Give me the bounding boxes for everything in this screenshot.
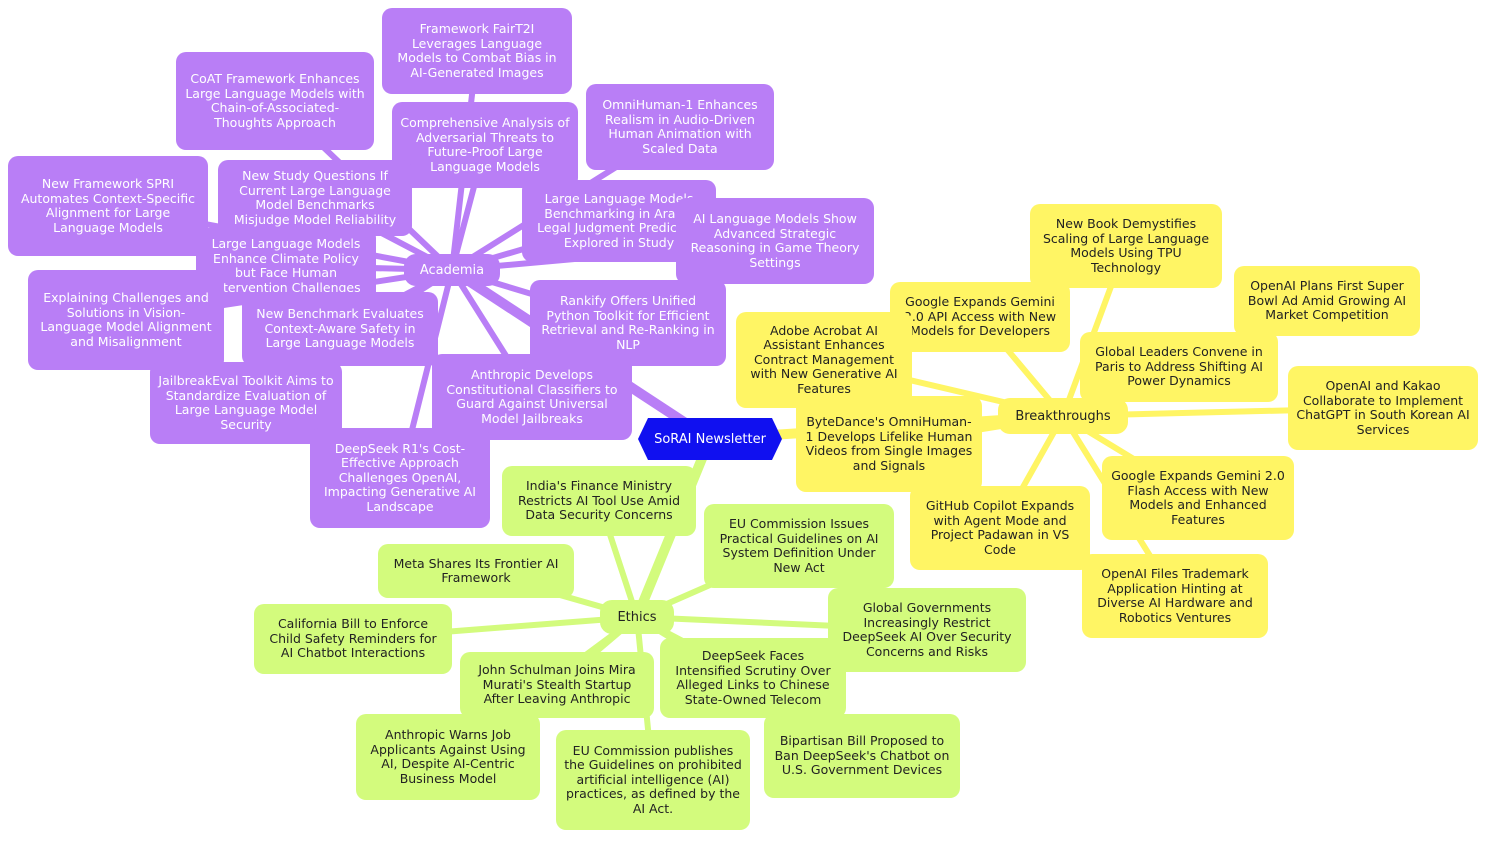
breakthroughs-item-book[interactable]: New Book Demystifies Scaling of Large La…: [1030, 204, 1222, 288]
root-node[interactable]: SoRAI Newsletter: [638, 418, 782, 460]
academia-item-game-theory[interactable]: AI Language Models Show Advanced Strateg…: [676, 198, 874, 284]
ethics-item-california[interactable]: California Bill to Enforce Child Safety …: [254, 604, 452, 674]
breakthroughs-item-copilot[interactable]: GitHub Copilot Expands with Agent Mode a…: [910, 486, 1090, 570]
root-hexagon: [638, 418, 782, 460]
ethics-item-meta[interactable]: Meta Shares Its Frontier AI Framework: [378, 544, 574, 598]
academia-item-deepseek-r1[interactable]: DeepSeek R1's Cost-Effective Approach Ch…: [310, 428, 490, 528]
breakthroughs-item-paris[interactable]: Global Leaders Convene in Paris to Addre…: [1080, 332, 1278, 402]
breakthroughs-item-kakao[interactable]: OpenAI and Kakao Collaborate to Implemen…: [1288, 366, 1478, 450]
ethics-item-deepseek-telecom[interactable]: DeepSeek Faces Intensified Scrutiny Over…: [660, 638, 846, 718]
breakthroughs-item-gemini-api[interactable]: Google Expands Gemini 2.0 API Access wit…: [890, 282, 1070, 352]
breakthroughs-item-trademark[interactable]: OpenAI Files Trademark Application Hinti…: [1082, 554, 1268, 638]
academia-item-spri[interactable]: New Framework SPRI Automates Context-Spe…: [8, 156, 208, 256]
academia-item-fairt2i[interactable]: Framework FairT2I Leverages Language Mod…: [382, 8, 572, 94]
academia-item-benchmarks[interactable]: New Study Questions If Current Large Lan…: [218, 160, 412, 236]
academia-item-vlm-alignment[interactable]: Explaining Challenges and Solutions in V…: [28, 270, 224, 370]
ethics-item-india[interactable]: India's Finance Ministry Restricts AI To…: [502, 466, 696, 536]
ethics-hub[interactable]: Ethics: [600, 600, 674, 634]
academia-item-omnihuman[interactable]: OmniHuman-1 Enhances Realism in Audio-Dr…: [586, 84, 774, 170]
ethics-item-eu-definition[interactable]: EU Commission Issues Practical Guideline…: [704, 504, 894, 588]
academia-item-context-safety[interactable]: New Benchmark Evaluates Context-Aware Sa…: [242, 292, 438, 366]
breakthroughs-item-gemini-flash[interactable]: Google Expands Gemini 2.0 Flash Access w…: [1102, 456, 1294, 540]
academia-hub[interactable]: Academia: [404, 254, 500, 286]
academia-item-climate[interactable]: Large Language Models Enhance Climate Po…: [196, 228, 376, 304]
academia-item-constitutional[interactable]: Anthropic Develops Constitutional Classi…: [432, 354, 632, 440]
breakthroughs-item-superbowl[interactable]: OpenAI Plans First Super Bowl Ad Amid Gr…: [1234, 266, 1420, 336]
breakthroughs-item-bytedance[interactable]: ByteDance's OmniHuman-1 Develops Lifelik…: [796, 396, 982, 492]
ethics-item-bipartisan[interactable]: Bipartisan Bill Proposed to Ban DeepSeek…: [764, 714, 960, 798]
ethics-item-eu-prohibited[interactable]: EU Commission publishes the Guidelines o…: [556, 730, 750, 830]
breakthroughs-item-adobe[interactable]: Adobe Acrobat AI Assistant Enhances Cont…: [736, 312, 912, 408]
root-label: SoRAI Newsletter: [654, 431, 766, 447]
academia-item-jailbreakeval[interactable]: JailbreakEval Toolkit Aims to Standardiz…: [150, 362, 342, 444]
breakthroughs-hub[interactable]: Breakthroughs: [998, 398, 1128, 434]
ethics-item-anthropic-jobs[interactable]: Anthropic Warns Job Applicants Against U…: [356, 714, 540, 800]
academia-item-adversarial[interactable]: Comprehensive Analysis of Adversarial Th…: [392, 102, 578, 188]
ethics-item-schulman[interactable]: John Schulman Joins Mira Murati's Stealt…: [460, 652, 654, 718]
ethics-item-governments[interactable]: Global Governments Increasingly Restrict…: [828, 588, 1026, 672]
academia-item-rankify[interactable]: Rankify Offers Unified Python Toolkit fo…: [530, 280, 726, 366]
academia-item-coat[interactable]: CoAT Framework Enhances Large Language M…: [176, 52, 374, 150]
